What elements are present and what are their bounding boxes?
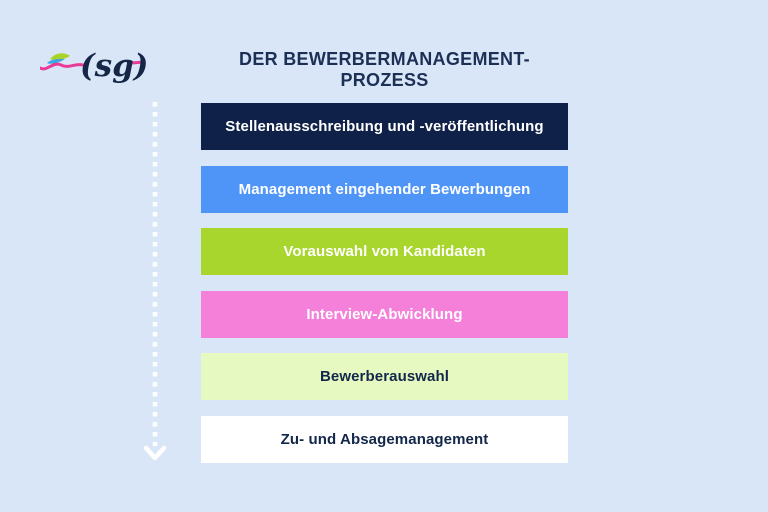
process-step-6: Zu- und Absagemanagement (201, 415, 568, 463)
process-step-label: Vorauswahl von Kandidaten (283, 243, 486, 260)
process-step-3: Vorauswahl von Kandidaten (201, 228, 568, 275)
process-step-label: Interview-Abwicklung (306, 305, 463, 323)
process-step-label: Zu- und Absagemanagement (280, 430, 489, 448)
process-step-label: Bewerberauswahl (319, 368, 450, 385)
process-step-label: Stellenausschreibung und -veröffentlichu… (225, 118, 544, 135)
process-step-5: Bewerberauswahl (201, 353, 568, 400)
sg-logo-icon: (sg) (38, 48, 148, 84)
page-title: DER BEWERBERMANAGEMENT-PROZESS (239, 49, 530, 90)
process-step-2: Management eingehender Bewerbungen (201, 165, 568, 213)
sg-logo-text: (sg) (80, 48, 148, 84)
process-step-1: Stellenausschreibung und -veröffentlichu… (201, 103, 568, 150)
process-step-label: Management eingehender Bewerbungen (238, 180, 531, 198)
sg-logo: (sg) (38, 42, 150, 92)
dotted-down-arrow-icon (143, 102, 167, 461)
process-steps: Stellenausschreibung und -veröffentlichu… (201, 103, 568, 463)
process-step-4: Interview-Abwicklung (201, 290, 568, 338)
